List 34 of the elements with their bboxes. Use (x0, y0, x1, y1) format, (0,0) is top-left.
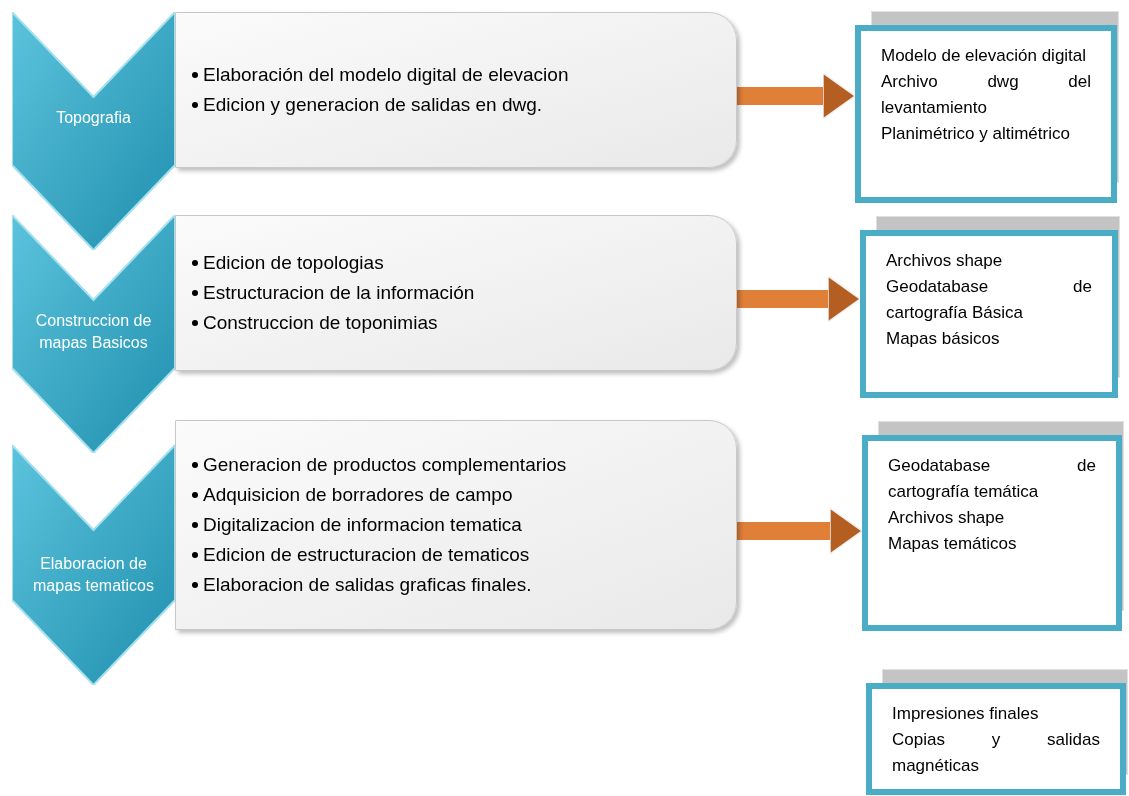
task-text: Digitalizacion de informacion tematica (203, 513, 522, 537)
task-text: Generacion de productos complementarios (203, 453, 567, 477)
task-text: Estructuracion de la información (203, 281, 475, 305)
stage-label: Elaboracion de mapas tematicos (32, 554, 155, 596)
output-box (860, 230, 1118, 398)
output-text: Archivo dwg del levantamiento (881, 71, 1091, 119)
output-text: Copias y salidas magnéticas (892, 729, 1100, 777)
stage-label: Topografia (55, 108, 132, 128)
task-text: Edicion y generacion de salidas en dwg. (203, 93, 543, 117)
task-text: Edicion de estructuracion de tematicos (203, 543, 530, 567)
block-arrow (737, 275, 861, 323)
output-box (862, 435, 1122, 631)
output-text: Geodatabase de cartografía Básica (886, 276, 1092, 324)
block-arrow (737, 507, 863, 555)
output-text: Archivos shape (886, 250, 1004, 272)
task-text: Adquisicion de borradores de campo (203, 483, 513, 507)
output-text: Geodatabase de cartografía temática (888, 455, 1096, 503)
output-text: Mapas temáticos (888, 533, 1018, 555)
chevron-shape (12, 215, 175, 453)
chevron-shape (12, 445, 175, 685)
task-text: Elaboracion de salidas graficas finales. (203, 573, 532, 597)
chevron-shape (12, 12, 175, 250)
task-text: Construccion de toponimias (203, 311, 438, 335)
stage-label: Construccion de mapas Basicos (34, 311, 153, 353)
output-box (866, 683, 1126, 795)
output-box (855, 25, 1117, 203)
output-text: Mapas básicos (886, 328, 1001, 350)
task-text: Edicion de topologias (203, 251, 384, 275)
output-text: Planimétrico y altimétrico (881, 123, 1071, 145)
output-text: Modelo de elevación digital (881, 45, 1088, 67)
output-text: Impresiones finales (892, 703, 1040, 725)
output-text: Archivos shape (888, 507, 1006, 529)
task-text: Elaboración del modelo digital de elevacion (203, 63, 569, 87)
block-arrow (737, 72, 856, 120)
